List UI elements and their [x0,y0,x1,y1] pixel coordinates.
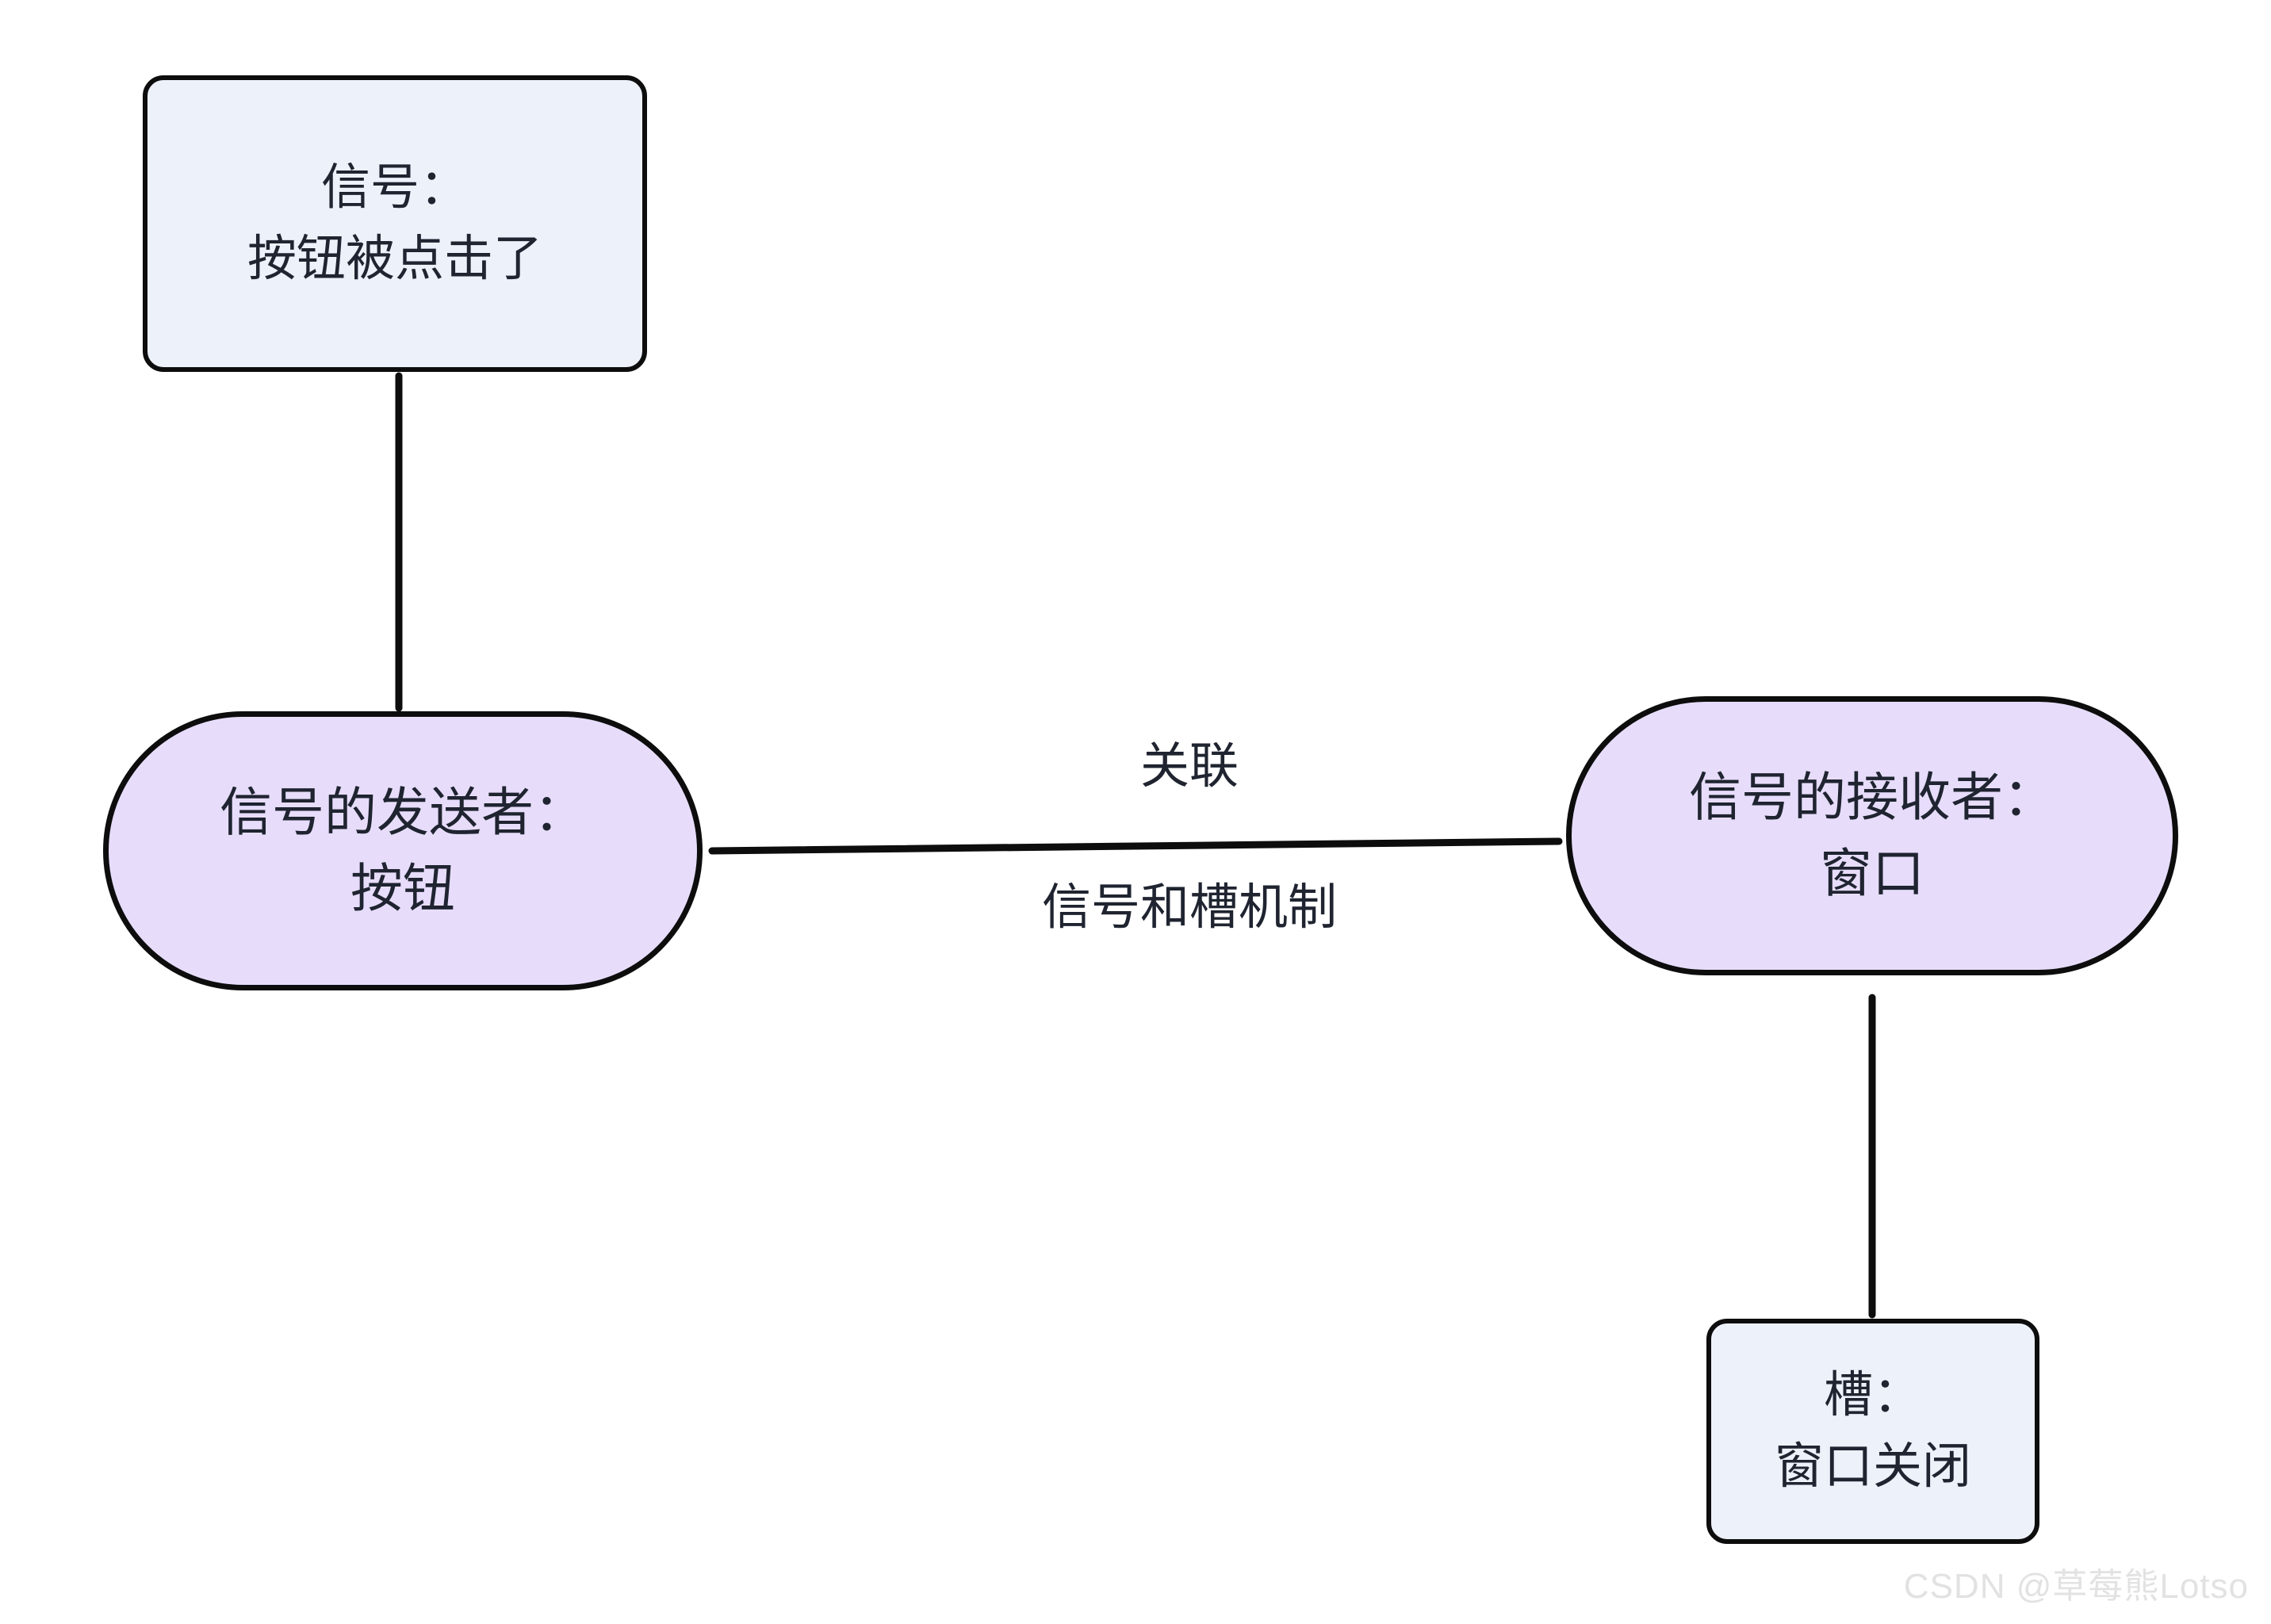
node-receiver-line-1: 信号的接收者： [1689,768,2055,827]
node-signal-receiver[interactable]: 信号的接收者： 窗口 [1566,696,2178,975]
edge-sender-to-receiver [708,837,1563,855]
node-slot-line-2: 窗口关闭 [1774,1439,1971,1494]
node-sender-line-1: 信号的发送者： [220,783,586,842]
edge-label-signal-slot-mechanism: 信号和槽机制 [1041,880,1337,935]
edge-label-association: 关联 [1139,739,1239,794]
node-signal-line-2: 按钮被点击了 [247,232,542,286]
node-receiver-line-2: 窗口 [1820,844,1924,902]
node-slot[interactable]: 槽： 窗口关闭 [1706,1319,2039,1544]
node-signal-sender[interactable]: 信号的发送者： 按钮 [103,711,703,990]
node-signal-line-1: 信号： [320,160,469,216]
node-signal[interactable]: 信号： 按钮被点击了 [143,75,647,372]
node-slot-line-1: 槽： [1823,1368,1922,1423]
node-sender-line-2: 按钮 [350,859,455,917]
watermark: CSDN @草莓熊Lotso [1903,1567,2249,1606]
